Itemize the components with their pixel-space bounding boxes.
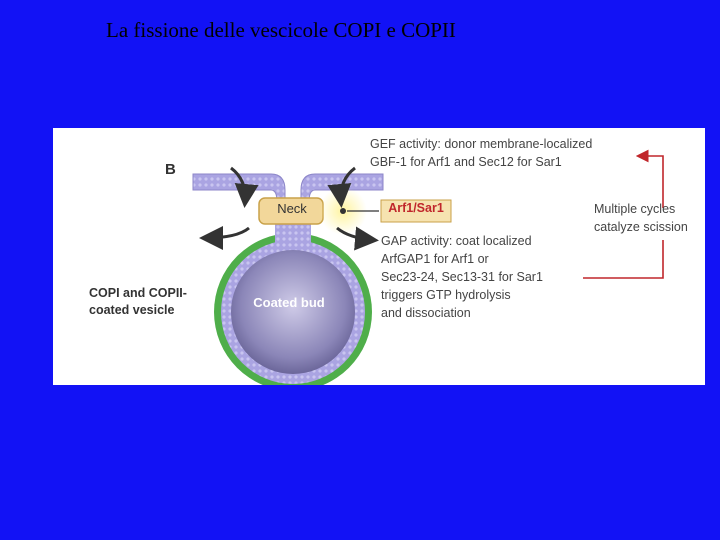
gap-line-4: triggers GTP hydrolysis xyxy=(381,288,511,302)
panel-letter: B xyxy=(165,161,176,178)
cycle-arrow-top xyxy=(635,149,664,208)
cycles-line-1: Multiple cycles xyxy=(594,202,676,216)
bud-lumen xyxy=(231,250,355,374)
multiple-cycles-text: Multiple cycles catalyze scission xyxy=(594,200,688,236)
gap-line-5: and dissociation xyxy=(381,306,471,320)
vesicle-fission-diagram xyxy=(192,149,664,385)
coated-bud-label: Coated bud xyxy=(253,295,325,310)
neck-label: Neck xyxy=(277,201,307,216)
cycles-line-2: catalyze scission xyxy=(594,220,688,234)
gap-activity-text: GAP activity: coat localized ArfGAP1 for… xyxy=(381,232,543,322)
arf-box xyxy=(380,199,452,223)
slide-title: La fissione delle vescicole COPI e COPII xyxy=(106,18,456,42)
arf-dot xyxy=(340,208,346,214)
gap-line-2: ArfGAP1 for Arf1 or xyxy=(381,252,489,266)
gap-line-1: GAP activity: coat localized xyxy=(381,234,532,248)
gap-line-3: Sec23-24, Sec13-31 for Sar1 xyxy=(381,270,543,284)
figure-panel: B COPI and COPII- coated vesicle Neck Ar… xyxy=(53,128,705,385)
gef-activity-text: GEF activity: donor membrane-localized G… xyxy=(370,135,592,171)
arf-sar-label: Arf1/Sar1 xyxy=(388,201,444,215)
vesicle-type-label: COPI and COPII- coated vesicle xyxy=(89,285,187,319)
arrow-right-in xyxy=(327,166,356,208)
gef-line-1: GEF activity: donor membrane-localized xyxy=(370,137,593,151)
arrow-right-out xyxy=(336,226,379,251)
vesicle-type-line-2: coated vesicle xyxy=(89,303,175,317)
cycle-arrow-bottom xyxy=(583,240,664,279)
vesicle-type-line-1: COPI and COPII- xyxy=(89,286,187,300)
gef-line-2: GBF-1 for Arf1 and Sec12 for Sar1 xyxy=(370,155,562,169)
arrow-left-in xyxy=(230,166,259,208)
arrow-left-out xyxy=(199,225,250,250)
